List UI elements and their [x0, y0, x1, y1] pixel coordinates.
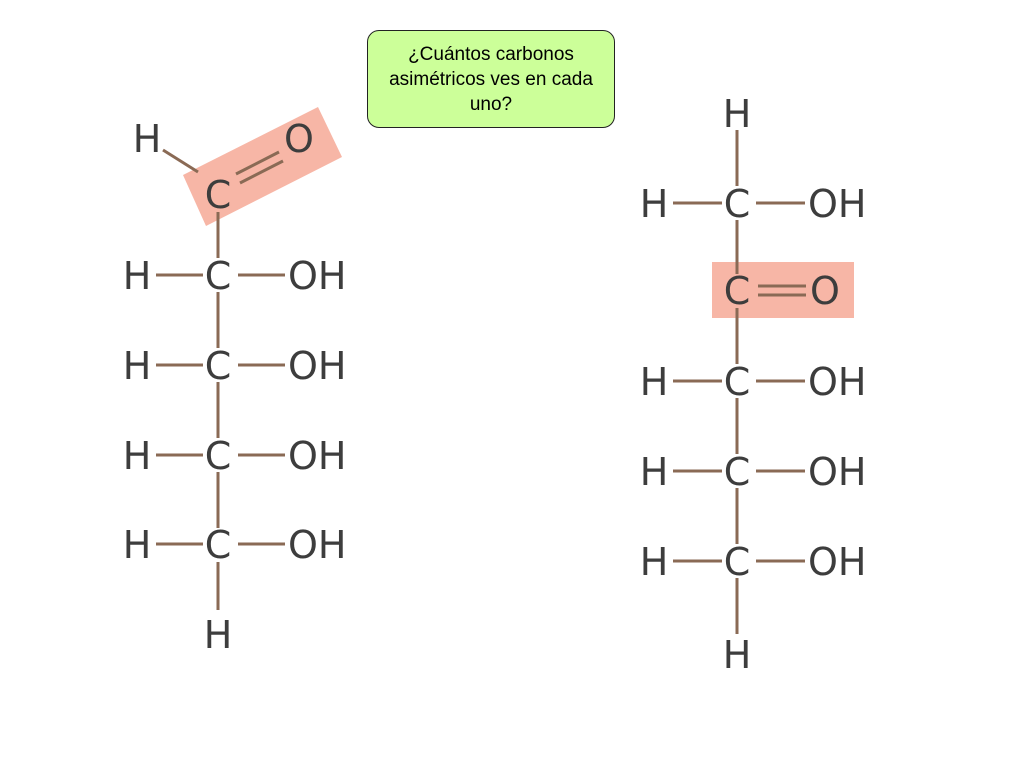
aldose-row2-right: OH [288, 344, 346, 388]
aldose-row3-left: H [123, 434, 152, 478]
aldose-bond-co-1 [235, 150, 280, 176]
ketose-carbonyl-o: O [810, 269, 840, 313]
ketose-top-h: H [723, 92, 752, 136]
aldose-bond-co-2 [239, 159, 284, 185]
ketose-top-row-right: OH [808, 182, 866, 226]
aldose-bond-h-c1 [162, 148, 199, 174]
aldose-row1-center: C [205, 254, 232, 298]
question-box: ¿Cuántos carbonos asimétricos ves en cad… [367, 30, 615, 128]
ketose-row3-left: H [640, 540, 669, 584]
aldose-row3-center: C [205, 434, 232, 478]
aldose-row2-left: H [123, 344, 152, 388]
ketose-row2-right: OH [808, 450, 866, 494]
ketose-row3-right: OH [808, 540, 866, 584]
ketose-row1-center: C [724, 360, 751, 404]
ketose-row2-center: C [724, 450, 751, 494]
aldose-top-h: H [133, 117, 162, 161]
ketose-structure: H H C OH C O H C OH H C OH H C OH H [640, 92, 867, 677]
aldose-carbonyl-c: C [205, 173, 232, 217]
ketose-row2-left: H [640, 450, 669, 494]
ketose-top-row-center: C [724, 182, 751, 226]
aldose-bottom-h: H [204, 613, 233, 657]
question-text: ¿Cuántos carbonos asimétricos ves en cad… [389, 43, 593, 115]
aldose-row1-left: H [123, 254, 152, 298]
aldose-row1-right: OH [288, 254, 346, 298]
aldose-carbonyl-o: O [284, 117, 314, 161]
ketose-bottom-h: H [723, 633, 752, 677]
aldose-row4-right: OH [288, 523, 346, 567]
aldose-row4-left: H [123, 523, 152, 567]
aldehyde-highlight [183, 107, 342, 226]
ketose-row3-center: C [724, 540, 751, 584]
ketose-top-row-left: H [640, 182, 669, 226]
ketose-row1-left: H [640, 360, 669, 404]
ketose-carbonyl-c: C [724, 269, 751, 313]
ketose-row1-right: OH [808, 360, 866, 404]
aldose-row4-center: C [205, 523, 232, 567]
aldose-structure: H O C H C OH H C OH H C OH H C OH H [123, 107, 346, 657]
aldose-row2-center: C [205, 344, 232, 388]
aldose-row3-right: OH [288, 434, 346, 478]
